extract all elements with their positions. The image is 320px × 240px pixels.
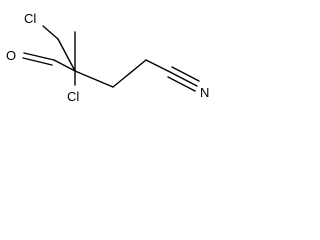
atom-nitrogen: N <box>200 85 209 100</box>
bond-c-o-double-2 <box>22 57 53 66</box>
chemical-structure: Cl Cl O N <box>6 11 209 104</box>
bond-ch2-hidden <box>58 32 75 39</box>
atom-cl-top: Cl <box>24 11 36 26</box>
bond-quaternary-c-cho <box>53 59 76 72</box>
atom-cl-middle: Cl <box>67 89 79 104</box>
bond-cn-triple-3 <box>167 76 196 92</box>
bond-c-o-double-1 <box>23 52 55 61</box>
bond-chain-3 <box>145 59 171 73</box>
bond-chain-2 <box>112 59 147 88</box>
bond-clch2-to-quaternary <box>57 38 76 72</box>
bond-cn-triple-1 <box>169 71 198 87</box>
atom-oxygen: O <box>6 48 16 63</box>
bond-cl-ch2 <box>42 25 59 40</box>
bond-cn-triple-2 <box>171 66 200 82</box>
bond-chain-1 <box>74 70 114 88</box>
